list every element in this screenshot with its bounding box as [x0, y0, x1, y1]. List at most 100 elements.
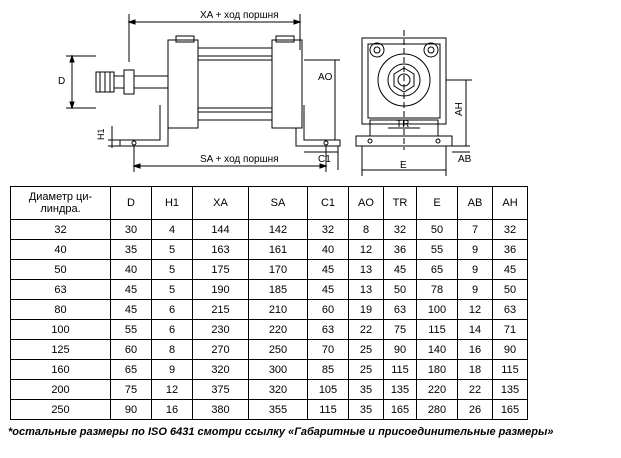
header-tr: TR: [383, 186, 417, 220]
table-cell: 22: [457, 379, 493, 400]
table-cell: 115: [383, 359, 417, 380]
header-diameter-line2: линдра.: [40, 203, 81, 215]
table-cell: 40: [110, 259, 152, 280]
table-cell: 4: [151, 219, 193, 240]
table-cell: 45: [492, 259, 528, 280]
table-cell: 14: [457, 319, 493, 340]
table-cell: 32: [10, 219, 111, 240]
table-cell: 6: [151, 319, 193, 340]
table-cell: 19: [348, 299, 384, 320]
table-cell: 60: [307, 299, 349, 320]
dimensions-table: Диаметр ци-линдра. D H1 XA SA C1 AO TR E…: [10, 186, 528, 420]
table-cell: 215: [192, 299, 249, 320]
table-cell: 63: [492, 299, 528, 320]
table-cell: 144: [192, 219, 249, 240]
table-cell: 5: [151, 279, 193, 300]
header-diameter: Диаметр ци-линдра.: [10, 186, 111, 220]
table-cell: 35: [348, 379, 384, 400]
table-cell: 270: [192, 339, 249, 360]
table-cell: 250: [248, 339, 308, 360]
table-cell: 12: [151, 379, 193, 400]
table-cell: 36: [383, 239, 417, 260]
header-ah: AH: [492, 186, 528, 220]
table-cell: 250: [10, 399, 111, 420]
dim-sa-label: SA + ход поршня: [200, 154, 279, 165]
table-cell: 22: [348, 319, 384, 340]
table-cell: 320: [248, 379, 308, 400]
table-cell: 45: [307, 259, 349, 280]
header-xa: XA: [192, 186, 249, 220]
table-cell: 375: [192, 379, 249, 400]
header-diameter-line1: Диаметр ци-: [28, 191, 93, 203]
dim-ao-label: AO: [318, 72, 333, 83]
table-cell: 45: [307, 279, 349, 300]
table-cell: 75: [110, 379, 152, 400]
table-cell: 36: [492, 239, 528, 260]
table-cell: 13: [348, 259, 384, 280]
table-cell: 6: [151, 299, 193, 320]
table-cell: 355: [248, 399, 308, 420]
table-cell: 35: [110, 239, 152, 260]
footnote: *остальные размеры по ISO 6431 смотри сс…: [8, 426, 554, 438]
table-cell: 65: [416, 259, 458, 280]
table-cell: 90: [492, 339, 528, 360]
table-cell: 12: [348, 239, 384, 260]
table-cell: 280: [416, 399, 458, 420]
header-d: D: [110, 186, 152, 220]
table-cell: 142: [248, 219, 308, 240]
table-cell: 165: [383, 399, 417, 420]
table-cell: 32: [492, 219, 528, 240]
table-cell: 65: [110, 359, 152, 380]
table-cell: 40: [307, 239, 349, 260]
table-cell: 75: [383, 319, 417, 340]
table-cell: 63: [307, 319, 349, 340]
table-cell: 30: [110, 219, 152, 240]
table-cell: 5: [151, 259, 193, 280]
table-cell: 26: [457, 399, 493, 420]
table-cell: 9: [457, 259, 493, 280]
header-h1: H1: [151, 186, 193, 220]
table-cell: 230: [192, 319, 249, 340]
table-cell: 71: [492, 319, 528, 340]
table-cell: 63: [10, 279, 111, 300]
table-cell: 165: [492, 399, 528, 420]
table-cell: 161: [248, 239, 308, 260]
header-ab: AB: [457, 186, 493, 220]
table-cell: 8: [348, 219, 384, 240]
table-cell: 135: [383, 379, 417, 400]
table-cell: 16: [151, 399, 193, 420]
dim-ah-label: AH: [454, 102, 465, 116]
table-cell: 32: [383, 219, 417, 240]
table-cell: 40: [10, 239, 111, 260]
table-cell: 160: [10, 359, 111, 380]
table-cell: 100: [10, 319, 111, 340]
table-cell: 50: [416, 219, 458, 240]
table-cell: 125: [10, 339, 111, 360]
table-cell: 45: [110, 299, 152, 320]
dim-tr-label: TR: [396, 119, 409, 130]
table-cell: 80: [10, 299, 111, 320]
table-cell: 100: [416, 299, 458, 320]
table-cell: 9: [151, 359, 193, 380]
table-cell: 320: [192, 359, 249, 380]
table-cell: 300: [248, 359, 308, 380]
header-sa: SA: [248, 186, 308, 220]
header-c1: C1: [307, 186, 349, 220]
dim-xa-label: XA + ход поршня: [200, 10, 279, 21]
table-cell: 220: [248, 319, 308, 340]
table-cell: 25: [348, 339, 384, 360]
table-header-row: Диаметр ци-линдра. D H1 XA SA C1 AO TR E…: [10, 186, 528, 220]
table-cell: 32: [307, 219, 349, 240]
table-cell: 5: [151, 239, 193, 260]
table-cell: 115: [492, 359, 528, 380]
table-cell: 55: [416, 239, 458, 260]
